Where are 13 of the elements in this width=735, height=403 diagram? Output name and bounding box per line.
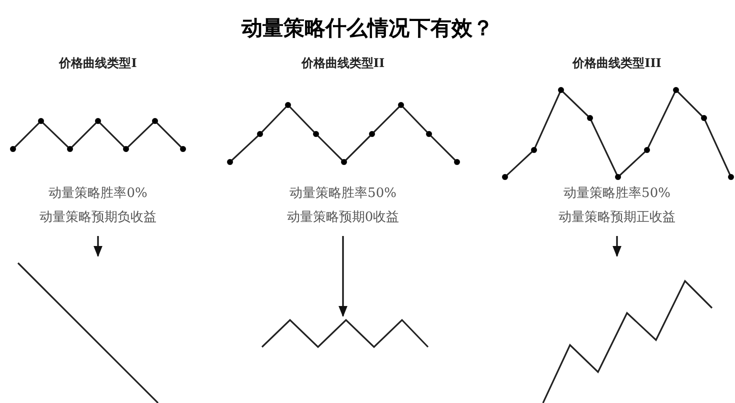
title: 动量策略什么情况下有效？ (240, 14, 494, 42)
arrow (612, 236, 622, 258)
result-text: 动量策略预期负收益 (40, 210, 156, 226)
result-text: 动量策略胜率0% (48, 186, 148, 202)
arrow (94, 236, 102, 258)
result-text: 动量策略胜率50% (564, 186, 670, 202)
chart-heading: 价格曲线类型II (301, 55, 385, 72)
result-text: 动量策略预期0收益 (286, 210, 400, 226)
result-text: 动量策略预期正收益 (558, 210, 676, 226)
chart-heading: 价格曲线类型III (572, 55, 662, 72)
chart-heading: 价格曲线类型I (59, 55, 137, 72)
result-text: 动量策略胜率50% (290, 186, 396, 202)
arrow (338, 236, 348, 318)
